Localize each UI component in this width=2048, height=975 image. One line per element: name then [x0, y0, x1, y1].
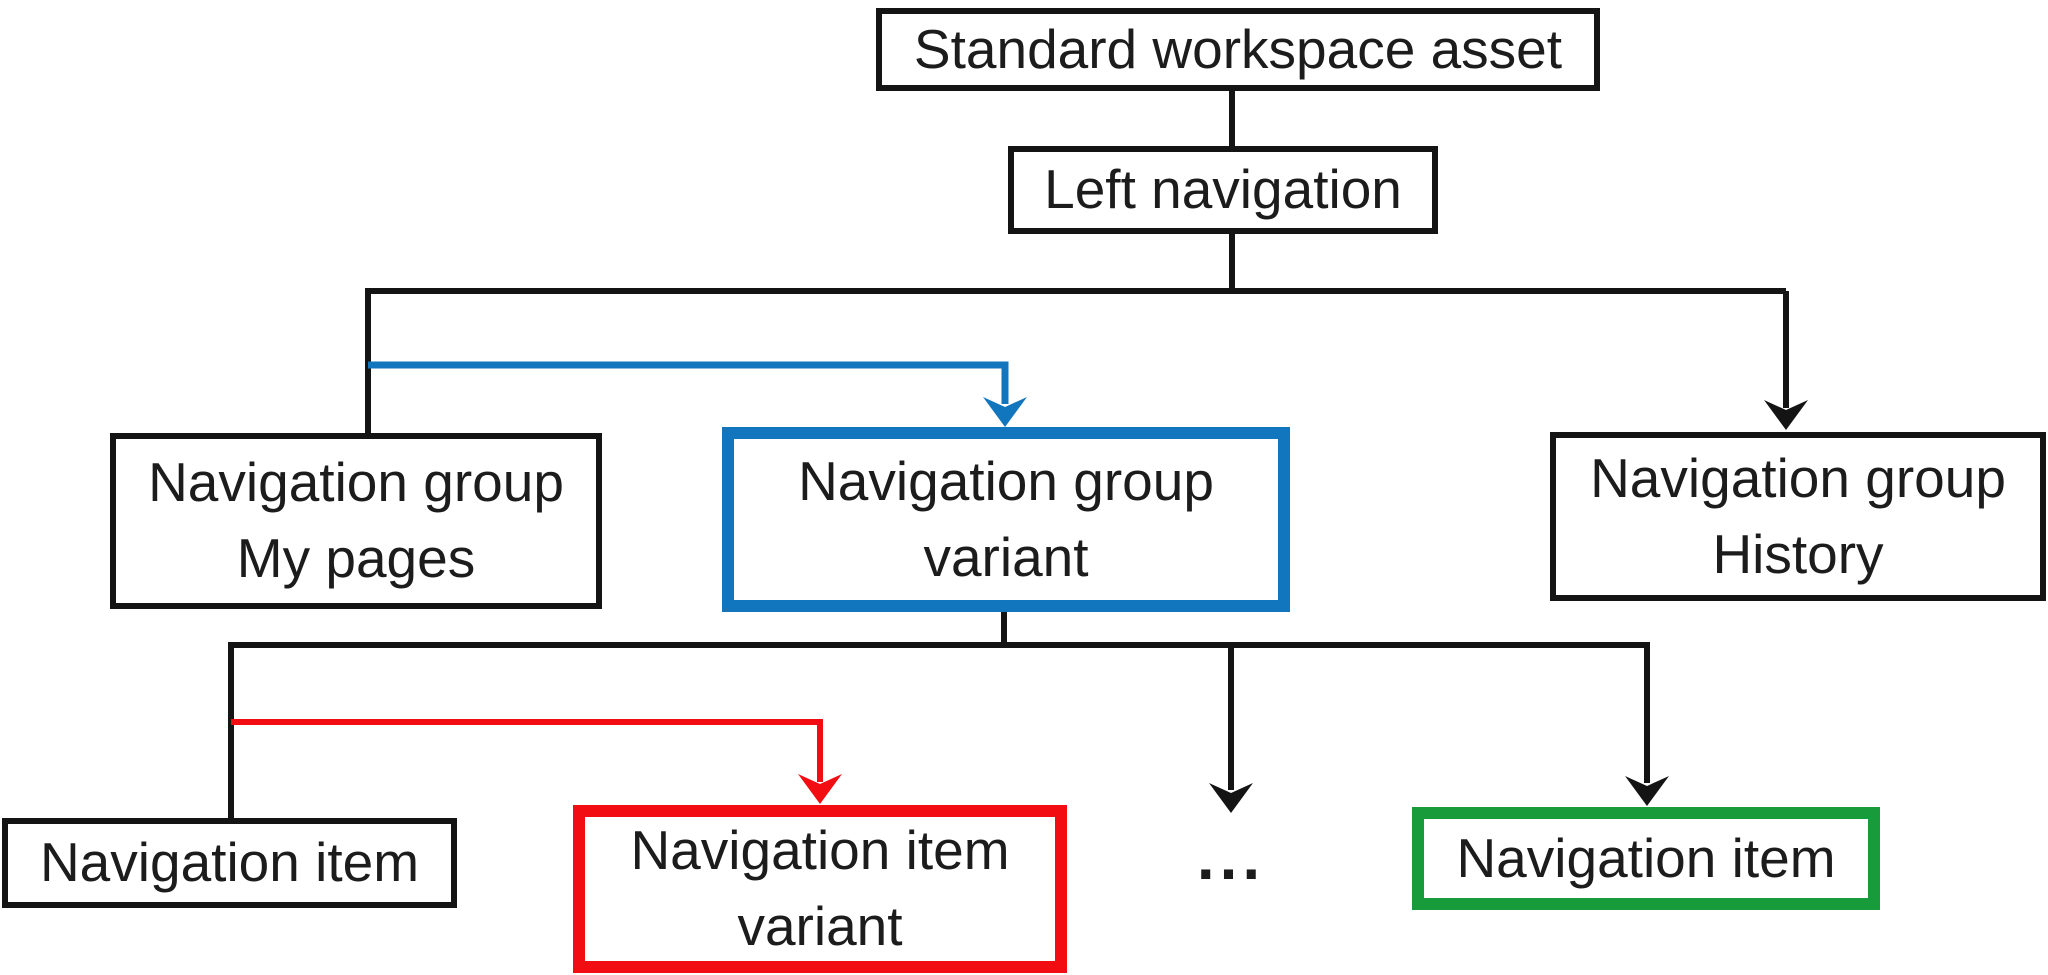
- node-label-line1: Navigation group: [1590, 446, 2006, 509]
- node-navigation-group-my-pages: Navigation group My pages: [110, 433, 602, 609]
- node-navigation-group-variant: Navigation group variant: [722, 427, 1290, 612]
- node-label: Standard workspace asset: [913, 17, 1563, 80]
- node-navigation-group-history: Navigation group History: [1550, 432, 2046, 601]
- node-label-line2: variant: [737, 895, 903, 957]
- node-navigation-item-variant: Navigation item variant: [573, 805, 1067, 973]
- arrowhead-red-item-variant: [798, 774, 842, 804]
- node-label: Left navigation: [1044, 158, 1402, 221]
- node-label-line2: variant: [923, 525, 1089, 588]
- arrowhead-to-ellipsis: [1209, 783, 1253, 813]
- connector-red-to-item-variant: [231, 719, 823, 782]
- arrowhead-blue-variant-group: [983, 397, 1027, 427]
- node-label: Navigation item: [1456, 826, 1836, 889]
- node-label: Navigation item: [39, 831, 420, 894]
- connector-blue-to-variant-group: [368, 361, 1009, 404]
- arrowhead-to-history: [1764, 400, 1808, 430]
- node-navigation-item: Navigation item: [2, 818, 457, 908]
- node-navigation-item-highlight: Navigation item: [1412, 807, 1880, 910]
- node-label-line2: History: [1712, 522, 1884, 585]
- node-label-line1: Navigation group: [148, 451, 564, 514]
- ellipsis-more-items: ...: [1196, 821, 1266, 893]
- node-standard-workspace-asset: Standard workspace asset: [876, 8, 1600, 91]
- node-left-navigation: Left navigation: [1008, 146, 1438, 234]
- node-label-line1: Navigation item: [630, 819, 1010, 882]
- node-label-line1: Navigation group: [798, 449, 1214, 512]
- arrowhead-to-item-highlight: [1625, 776, 1669, 806]
- node-label-line2: My pages: [236, 527, 476, 589]
